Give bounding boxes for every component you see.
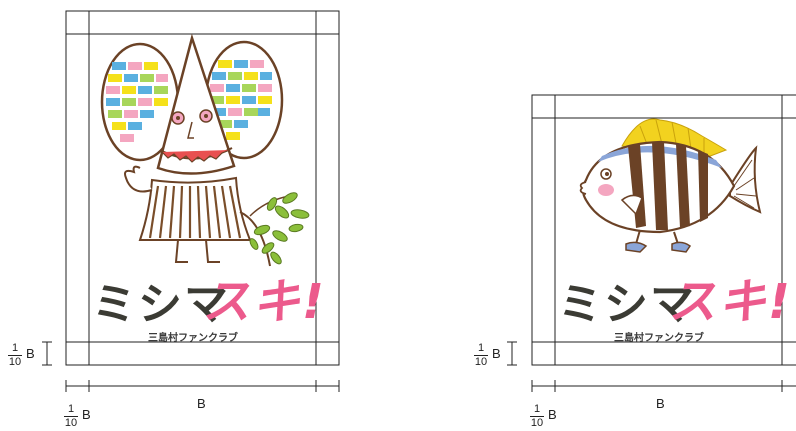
- fraction-numerator: 1: [11, 342, 19, 354]
- right-width-dimension: [531, 380, 796, 392]
- fraction-denominator: 10: [8, 356, 22, 368]
- left-logo-mishima: ミシマ: [92, 279, 230, 330]
- left-logo-suki: スキ!: [202, 274, 326, 330]
- left-margin-fraction: 1 10: [8, 343, 22, 368]
- fraction-denominator: 10: [64, 417, 78, 429]
- striped-fish-walking-icon: [579, 118, 762, 253]
- left-width-dimension: [65, 380, 340, 392]
- left-flag-frame: [65, 10, 340, 366]
- fraction-numerator: 1: [533, 403, 541, 415]
- right-margin-fraction: 1 10: [474, 343, 488, 368]
- left-width-label: B: [197, 396, 206, 411]
- right-logo-suki: スキ!: [668, 274, 792, 330]
- right-logo-mishima: ミシマ: [558, 279, 696, 330]
- right-flag-frame: [531, 94, 796, 366]
- left-bottom-fraction: 1 10: [64, 404, 78, 429]
- left-subtitle: 三島村ファンクラブ: [148, 333, 238, 344]
- right-bottom-unit: B: [548, 407, 557, 422]
- fraction-denominator: 10: [474, 356, 488, 368]
- right-height-dimension: [507, 341, 517, 366]
- fraction-numerator: 1: [477, 342, 485, 354]
- left-height-dimension: [42, 341, 52, 366]
- left-bottom-unit: B: [82, 407, 91, 422]
- right-width-label: B: [656, 396, 665, 411]
- right-bottom-fraction: 1 10: [530, 404, 544, 429]
- fraction-denominator: 10: [530, 417, 544, 429]
- right-subtitle: 三島村ファンクラブ: [614, 333, 704, 344]
- leafy-branch-icon: [239, 192, 310, 267]
- fraction-numerator: 1: [67, 403, 75, 415]
- right-margin-unit: B: [492, 346, 501, 361]
- masked-deity-figure-icon: [100, 33, 284, 263]
- left-margin-unit: B: [26, 346, 35, 361]
